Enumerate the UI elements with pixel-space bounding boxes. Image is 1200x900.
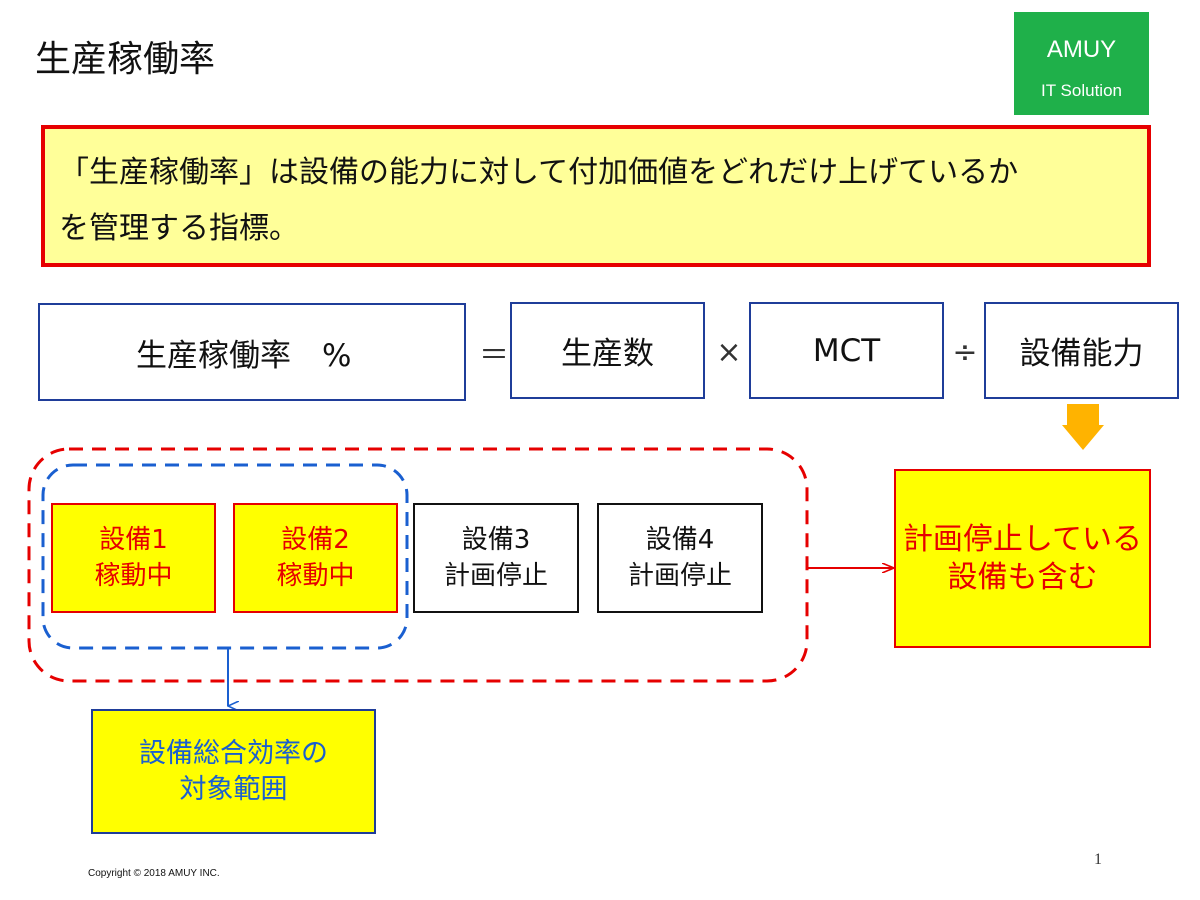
running-equipment-dashed-group: [41, 463, 409, 650]
equipment-2-status: 稼動中: [276, 561, 355, 591]
equipment-1-status: 稼動中: [94, 561, 173, 591]
equipment-box-1: 設備1 稼動中: [51, 503, 216, 613]
equipment-4-name: 設備4: [645, 525, 715, 555]
formula-mct-box: MCT: [749, 302, 944, 399]
definition-line-1: 「生産稼働率」は設備の能力に対して付加価値をどれだけ上げているか: [59, 155, 1019, 190]
capacity-note-line-2: 設備も含む: [947, 559, 1098, 595]
equipment-2-name: 設備2: [281, 525, 350, 555]
equipment-4-status: 計画停止: [627, 561, 732, 591]
oee-note-line-1: 設備総合効率の: [139, 737, 328, 769]
equipment-box-3: 設備3 計画停止: [413, 503, 579, 613]
logo-subtitle: IT Solution: [1041, 81, 1122, 100]
equipment-box-4: 設備4 計画停止: [597, 503, 763, 613]
slide-title: 生産稼働率: [35, 39, 216, 80]
formula-production-count-box: 生産数: [510, 302, 705, 399]
copyright-text: Copyright © 2018 AMUY INC.: [88, 868, 220, 879]
all-equipment-dashed-group: [27, 447, 809, 683]
definition-line-2: を管理する指標。: [59, 211, 299, 246]
oee-note-line-2: 対象範囲: [179, 773, 288, 805]
capacity-includes-stopped-note: 計画停止している 設備も含む: [894, 469, 1151, 648]
oee-scope-note: 設備総合効率の 対象範囲: [91, 709, 376, 834]
equipment-3-status: 計画停止: [443, 561, 548, 591]
logo-name: AMUY: [1046, 36, 1117, 63]
equipment-box-2: 設備2 稼動中: [233, 503, 398, 613]
capacity-note-line-1: 計画停止している: [902, 521, 1143, 557]
company-logo: AMUY IT Solution: [1014, 12, 1149, 115]
page-number: 1: [1094, 851, 1102, 868]
formula-multiply-sign: ×: [716, 334, 742, 370]
formula-result-box: 生産稼働率 %: [38, 303, 466, 401]
formula-equals-sign: ＝: [479, 338, 509, 373]
equipment-1-name: 設備1: [99, 525, 168, 555]
equipment-3-name: 設備3: [461, 525, 531, 555]
capacity-down-arrow: [1062, 404, 1104, 450]
definition-box: 「生産稼働率」は設備の能力に対して付加価値をどれだけ上げているか を管理する指標…: [41, 125, 1151, 267]
formula-equipment-capacity-box: 設備能力: [984, 302, 1179, 399]
formula-divide-sign: ÷: [952, 334, 978, 370]
